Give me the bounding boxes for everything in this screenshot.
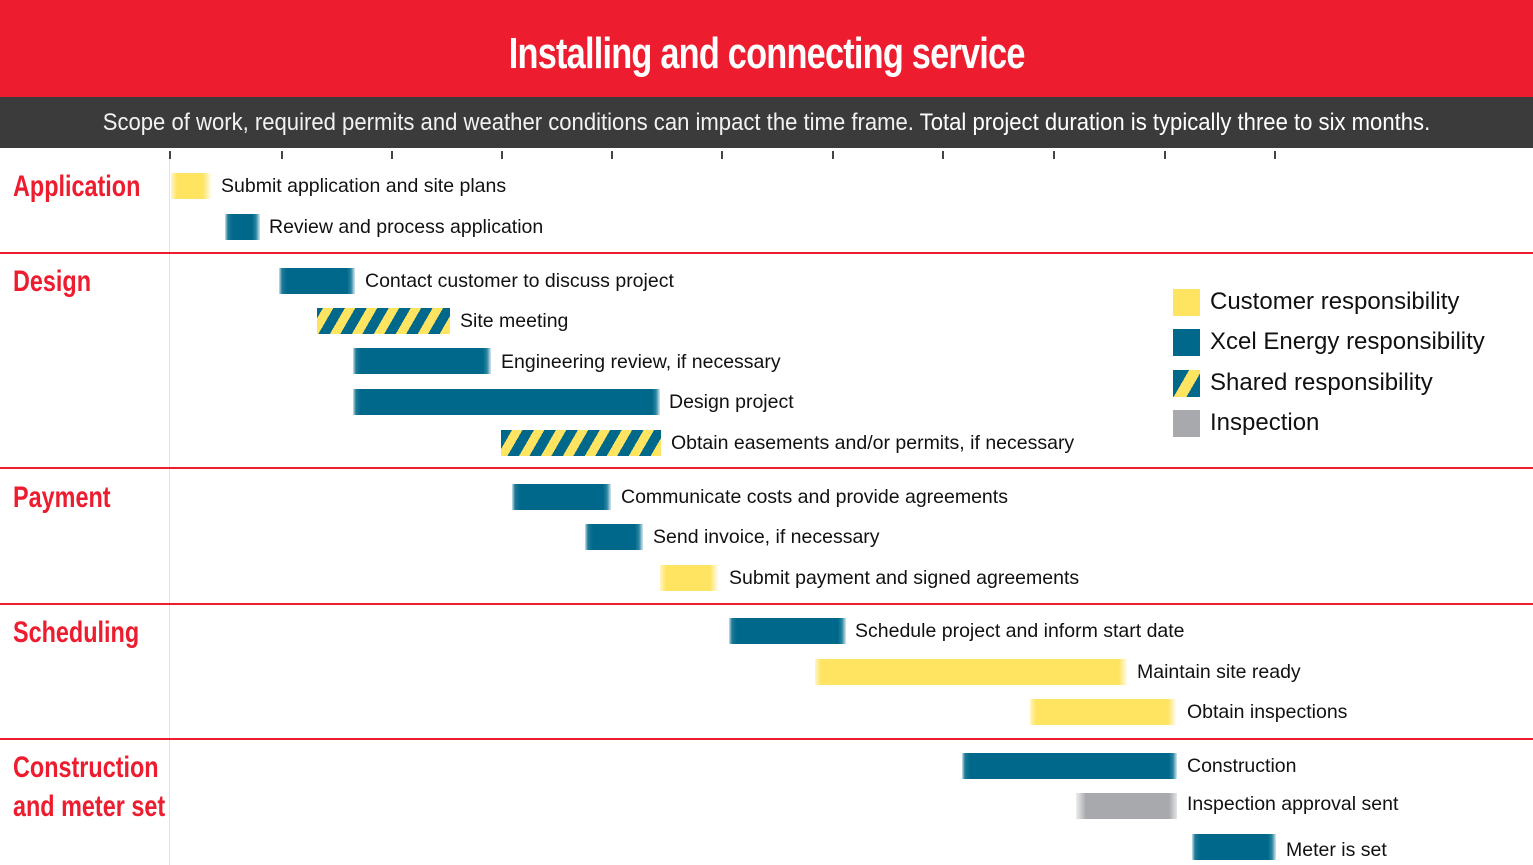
bar-meter-set xyxy=(1192,834,1276,860)
legend-label: Inspection xyxy=(1210,409,1320,436)
bar-submit-payment xyxy=(660,565,718,591)
axis-tick xyxy=(391,151,393,159)
axis-tick xyxy=(1164,151,1166,159)
subtitle-note: Scope of work, required permits and weat… xyxy=(102,108,914,136)
subtitle-duration: Total project duration is typically thre… xyxy=(919,108,1431,136)
inspection-swatch-icon xyxy=(1173,409,1200,437)
bar-review-application xyxy=(225,214,260,240)
bar-design-project xyxy=(353,389,660,415)
legend-item-xcel: Xcel Energy responsibility xyxy=(1173,328,1485,356)
legend-item-customer: Customer responsibility xyxy=(1173,288,1459,316)
bar-obtain-easements xyxy=(501,430,661,456)
axis-tick xyxy=(942,151,944,159)
bar-send-invoice xyxy=(585,524,643,550)
task-label: Communicate costs and provide agreements xyxy=(621,486,1008,508)
axis-tick xyxy=(721,151,723,159)
section-label-meter-set: and meter set xyxy=(13,790,166,823)
bar-engineering-review xyxy=(353,348,491,374)
section-divider xyxy=(0,252,1533,254)
section-divider xyxy=(0,467,1533,469)
axis-tick xyxy=(611,151,613,159)
bar-construction xyxy=(962,753,1177,779)
task-label: Site meeting xyxy=(460,310,569,332)
timeline-start-line xyxy=(169,159,170,865)
task-label: Meter is set xyxy=(1286,839,1387,861)
axis-tick xyxy=(501,151,503,159)
task-label: Submit payment and signed agreements xyxy=(729,567,1080,589)
section-divider xyxy=(0,738,1533,740)
task-label: Contact customer to discuss project xyxy=(365,270,674,292)
bar-obtain-inspections xyxy=(1030,699,1176,725)
legend-label: Shared responsibility xyxy=(1210,369,1433,396)
task-label: Maintain site ready xyxy=(1137,661,1301,683)
task-label: Review and process application xyxy=(269,216,544,238)
bar-maintain-site xyxy=(815,659,1127,685)
bar-schedule-project xyxy=(729,618,846,644)
chart-title: Installing and connecting service xyxy=(508,28,1026,78)
section-label-construction: Construction xyxy=(13,751,159,784)
axis-tick xyxy=(1053,151,1055,159)
shared-swatch-icon xyxy=(1173,369,1200,397)
legend-label: Customer responsibility xyxy=(1210,288,1460,315)
legend-label: Xcel Energy responsibility xyxy=(1210,328,1485,355)
section-divider xyxy=(0,603,1533,605)
task-label: Schedule project and inform start date xyxy=(855,620,1185,642)
title-banner: Installing and connecting service xyxy=(0,0,1533,97)
task-label: Engineering review, if necessary xyxy=(501,351,781,373)
bar-contact-customer xyxy=(279,268,355,294)
task-label: Design project xyxy=(669,391,794,413)
bar-submit-application xyxy=(171,173,211,199)
xcel-swatch-icon xyxy=(1173,328,1200,356)
customer-swatch-icon xyxy=(1173,288,1200,316)
bar-communicate-costs xyxy=(512,484,611,510)
task-label: Obtain inspections xyxy=(1187,701,1348,723)
task-label: Obtain easements and/or permits, if nece… xyxy=(671,432,1075,454)
task-label: Construction xyxy=(1187,755,1297,777)
legend-item-shared: Shared responsibility xyxy=(1173,369,1433,397)
chart-subtitle: Scope of work, required permits and weat… xyxy=(103,109,1430,137)
section-label-scheduling: Scheduling xyxy=(13,616,140,649)
axis-tick xyxy=(832,151,834,159)
axis-tick xyxy=(1274,151,1276,159)
task-label: Inspection approval sent xyxy=(1187,793,1399,815)
bar-site-meeting xyxy=(317,308,450,334)
section-label-application: Application xyxy=(13,170,141,203)
axis-tick xyxy=(169,151,171,159)
task-label: Send invoice, if necessary xyxy=(653,526,880,548)
legend-item-inspection: Inspection xyxy=(1173,409,1319,437)
section-label-design: Design xyxy=(13,265,92,298)
bar-inspection-approval xyxy=(1076,793,1177,819)
section-label-payment: Payment xyxy=(13,481,111,514)
subtitle-banner: Scope of work, required permits and weat… xyxy=(0,97,1533,148)
task-label: Submit application and site plans xyxy=(221,175,507,197)
axis-tick xyxy=(281,151,283,159)
